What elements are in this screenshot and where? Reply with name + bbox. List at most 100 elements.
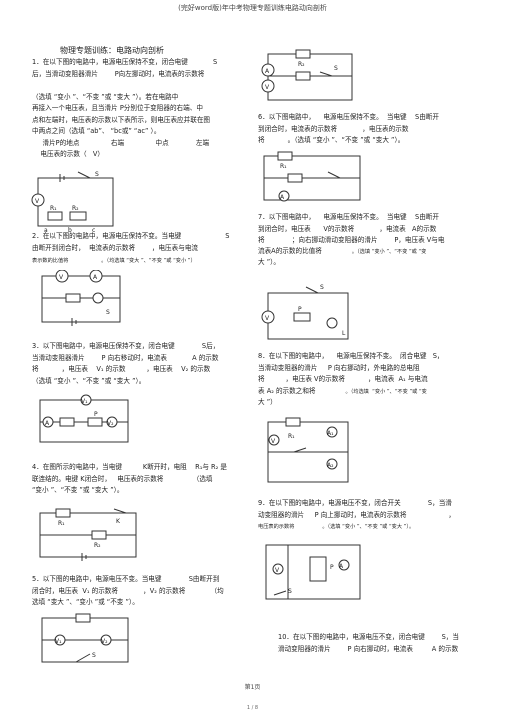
question-7-small: 。（选填 “变小 ”、“不变 ”或 “变 bbox=[351, 249, 427, 255]
switch-label: S bbox=[320, 284, 324, 291]
q7-line: 7．以下图电路中， 电源电压保持不变。 当电键 S由断开 bbox=[258, 213, 439, 221]
switch-label: S bbox=[288, 588, 292, 595]
q1-line: 后，当滑动变阻器滑片 P向左挪动时，电流表的示数将 bbox=[32, 69, 205, 78]
switch-k-label: K bbox=[116, 518, 121, 525]
ammeter-label: A bbox=[93, 274, 98, 281]
slider-label: P bbox=[298, 306, 302, 313]
q5-line: 选填 “变大 ”、“变小 ”或 “不变 ”）。 bbox=[32, 598, 139, 606]
question-9: 9．在以下图的电路中，电源电压不变，闭合开关 S，当滑动变阻器的滑片 P 向上挪… bbox=[258, 498, 455, 521]
q1-line: 再接入一个电压表，且当滑片 P分别位于变阻器的右端、中 bbox=[32, 104, 203, 112]
ammeter-label: A bbox=[45, 420, 50, 427]
q9-line: 9．在以下图的电路中，电源电压不变，闭合开关 S，当滑 bbox=[258, 499, 452, 507]
switch-label: S bbox=[92, 652, 96, 659]
q6-line: 6．以下图电路中， 电源电压保持不变。 当电键 S由断开 bbox=[258, 113, 439, 121]
r2-label: R₂ bbox=[298, 61, 305, 68]
q3-line: 3．以下图电路中，电源电压保持不变，闭合电键 S后， bbox=[32, 342, 220, 350]
question-9-small: 电压表的示数将 。（选填 “变小 ”、“不变 ”或 “变大 ”）。 bbox=[258, 524, 415, 530]
q6-line: 到闭合时，电流表的示数将 ，电压表的示数 bbox=[258, 124, 409, 133]
question-4: 4．在图所示的电路中，当电键 K断开时，电阻 R₁与 R₂ 是联连结的。电键 K… bbox=[32, 462, 227, 497]
q1-line: 电压表的示数（ V） bbox=[32, 150, 104, 158]
question-7-line5: 大 ”）。 bbox=[258, 258, 280, 266]
q1-line: 中两点之间（选填 “ab”、 “bc或” “ac” ）。 bbox=[32, 127, 161, 135]
switch-label: S bbox=[334, 65, 338, 72]
question-8: 8．在以下图的电路中， 电源电压保持不变。 闭合电键 S， 当滑动变阻器的滑片 P… bbox=[258, 351, 444, 386]
q10-line: 滑动变阻器的滑片 P 向右挪动时，电流表 A 的示数 bbox=[278, 644, 459, 653]
voltmeter-2-label: V₂ bbox=[107, 420, 114, 427]
slider-label: P bbox=[330, 564, 334, 571]
voltmeter-label: V bbox=[275, 567, 280, 574]
point-b-label: b bbox=[68, 227, 72, 234]
circuit-diagram-8: V S P L bbox=[258, 284, 358, 345]
page-footer: 1 / 8 bbox=[246, 705, 259, 711]
voltmeter-label: V bbox=[271, 438, 276, 445]
r1-label: R₁ bbox=[288, 433, 295, 440]
question-3: 3．以下图电路中，电源电压保持不变，闭合电键 S后， 当滑动变阻器滑片 P 向右移… bbox=[32, 341, 219, 387]
lamp-label: L bbox=[342, 330, 346, 337]
q1-line: 滑片P的地点 右端 中点 左端 bbox=[32, 138, 210, 147]
page-title: 物理专题训练：电路动向剖析 bbox=[60, 46, 164, 55]
q3-line: 将 ，电压表 V₁ 的示数 ，电压表 V₂ 的示数 bbox=[32, 365, 211, 373]
question-7: 7．以下图电路中， 电源电压保持不变。 当电键 S由断开到闭合时，电压表 V的示… bbox=[258, 212, 444, 247]
voltmeter-1-label: V₁ bbox=[55, 638, 62, 645]
q1-line: 1．在以下图的电路中，电源电压保持不变，闭合电键 S bbox=[32, 58, 218, 66]
circuit-diagram-9: R₁ A₁ A₂ V bbox=[258, 410, 358, 490]
ammeter-1-label: A₁ bbox=[327, 430, 334, 437]
question-2: 2．在以下图的电路中，电源电压保持不变。当电键 S 由断开到闭合时， 电流表的示数… bbox=[32, 231, 229, 254]
question-8-small: 。（均选填 “变小 ”、“不变 ”或 “变 bbox=[345, 389, 427, 395]
switch-label: S bbox=[106, 309, 110, 316]
q7-line: 到闭合时，电压表 V的示数将 ，电流表 A的示数 bbox=[258, 224, 437, 233]
question-5: 5．以下图的电路中，电源电压不变。当电键 S由断开到闭合时，电压表 V₁ 的示数… bbox=[32, 574, 224, 609]
ammeter-2-label: A₂ bbox=[327, 462, 334, 469]
q8-line: 8．在以下图的电路中， 电源电压保持不变。 闭合电键 S， bbox=[258, 352, 444, 360]
circuit-diagram-1: V S R₁ R₂ a b c bbox=[30, 171, 120, 234]
circuit-diagram-5: V₁ V₂ S bbox=[36, 610, 136, 670]
r1-label: R₁ bbox=[58, 520, 65, 527]
r1-label: R₁ bbox=[50, 205, 57, 212]
q5-line: 闭合时，电压表 V₁ 的示数将 ，V₂ 的示数将 （均 bbox=[32, 586, 224, 595]
q6-line: 将 。（选填 “变小 ”、“不变 ”或 “变大 ”）。 bbox=[258, 136, 405, 144]
point-c-label: c bbox=[92, 227, 95, 234]
point-a-label: a bbox=[44, 227, 48, 234]
voltmeter-label: V bbox=[265, 84, 270, 91]
question-8-line5: 大 ”） bbox=[258, 398, 277, 406]
circuit-diagram-4: R₁ R₂ K bbox=[34, 505, 144, 565]
question-7-line4: 流表A的示数的比值将 。（选填 “变小 ”、“不变 ”或 “变 bbox=[258, 246, 426, 259]
ammeter-label: A bbox=[339, 563, 344, 570]
q1-line: （选填 “变小 ”、“不变 ”或 “变大 ”）。若在电路中 bbox=[32, 92, 179, 101]
q3-line: （选填 “变小 ”、“不变 ”或 “变大 ”）。 bbox=[32, 376, 146, 385]
page-number: 第1页 bbox=[244, 684, 261, 691]
voltmeter-1-label: V₁ bbox=[81, 398, 88, 405]
circuit-diagram-10: A P V S bbox=[258, 535, 368, 607]
question-7-line4-text: 流表A的示数的比值将 bbox=[258, 247, 322, 255]
voltmeter-label: V bbox=[265, 315, 270, 322]
question-1: 1．在以下图的电路中，电源电压保持不变，闭合电键 S 后，当滑动变阻器滑片 P向左… bbox=[32, 57, 217, 161]
r1-label: R₁ bbox=[280, 163, 287, 170]
q4-line: “变小 ”、“不变 ”或 “变大 ”）。 bbox=[32, 486, 124, 494]
r2-label: R₂ bbox=[72, 205, 79, 212]
q9-line: 动变阻器的滑片 P 向上挪动时，电流表的示数将 ， bbox=[258, 510, 455, 519]
circuit-diagram-2: V A S bbox=[36, 270, 126, 330]
circuit-diagram-3: A V₁ V₂ P bbox=[34, 392, 134, 450]
circuit-diagram-7: R₁ A bbox=[258, 150, 368, 206]
question-6: 6．以下图电路中， 电源电压保持不变。 当电键 S由断开到闭合时，电流表的示数将… bbox=[258, 112, 439, 147]
ammeter-label: A bbox=[280, 194, 285, 201]
voltmeter-label: V bbox=[59, 274, 64, 281]
q4-line: 联连结的。电键 K闭合时， 电压表的示数将 （选填 bbox=[32, 474, 213, 483]
q1-line: 点和左端时，电压表的示数以下表所示，则电压表应并联在图 bbox=[32, 115, 211, 124]
q2-line: 由断开到闭合时， 电流表的示数将 ，电压表与电流 bbox=[32, 243, 199, 252]
question-8-line4-text: 表 A₂ 的示数之和将 bbox=[258, 387, 316, 395]
ammeter-label: A bbox=[265, 68, 270, 75]
page-header: (完好word版)年中考物理专题训练电路动向剖析 bbox=[178, 4, 327, 12]
circuit-diagram-6: A V R₂ S bbox=[258, 46, 358, 106]
r2-label: R₂ bbox=[94, 542, 101, 549]
question-10: 10．在以下图的电路中，电源电压不变，闭合电键 S，当滑动变阻器的滑片 P 向右… bbox=[278, 632, 459, 655]
q10-line: 10．在以下图的电路中，电源电压不变，闭合电键 S，当 bbox=[278, 633, 459, 641]
q4-line: 4．在图所示的电路中，当电键 K断开时，电阻 R₁与 R₂ 是 bbox=[32, 463, 227, 471]
q5-line: 5．以下图的电路中，电源电压不变。当电键 S由断开到 bbox=[32, 575, 220, 583]
slider-label: P bbox=[94, 411, 98, 418]
q8-line: 当滑动变阻器的滑片 P 向右挪动时，外电路的总电阻 bbox=[258, 363, 420, 372]
q3-line: 当滑动变阻器滑片 P 向右移动时，电流表 A 的示数 bbox=[32, 353, 219, 362]
q2-line: 2．在以下图的电路中，电源电压保持不变。当电键 S bbox=[32, 232, 230, 240]
q7-line: 将 ；向右挪动滑动变阻器的滑片 P，电压表 V与电 bbox=[258, 236, 445, 244]
question-8-line4: 表 A₂ 的示数之和将 。（均选填 “变小 ”、“不变 ”或 “变 bbox=[258, 386, 427, 399]
